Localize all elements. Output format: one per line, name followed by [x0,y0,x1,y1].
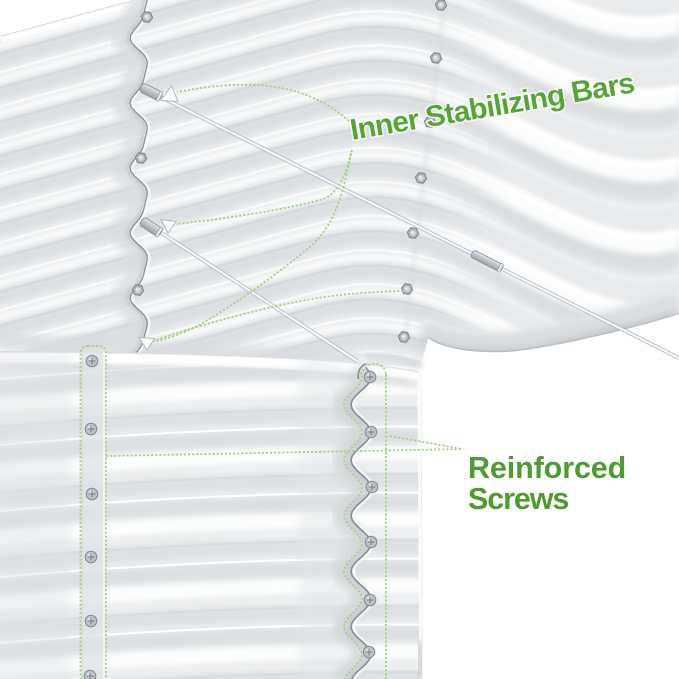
svg-text:Screws: Screws [468,482,569,516]
svg-text:Reinforced: Reinforced [468,451,626,485]
